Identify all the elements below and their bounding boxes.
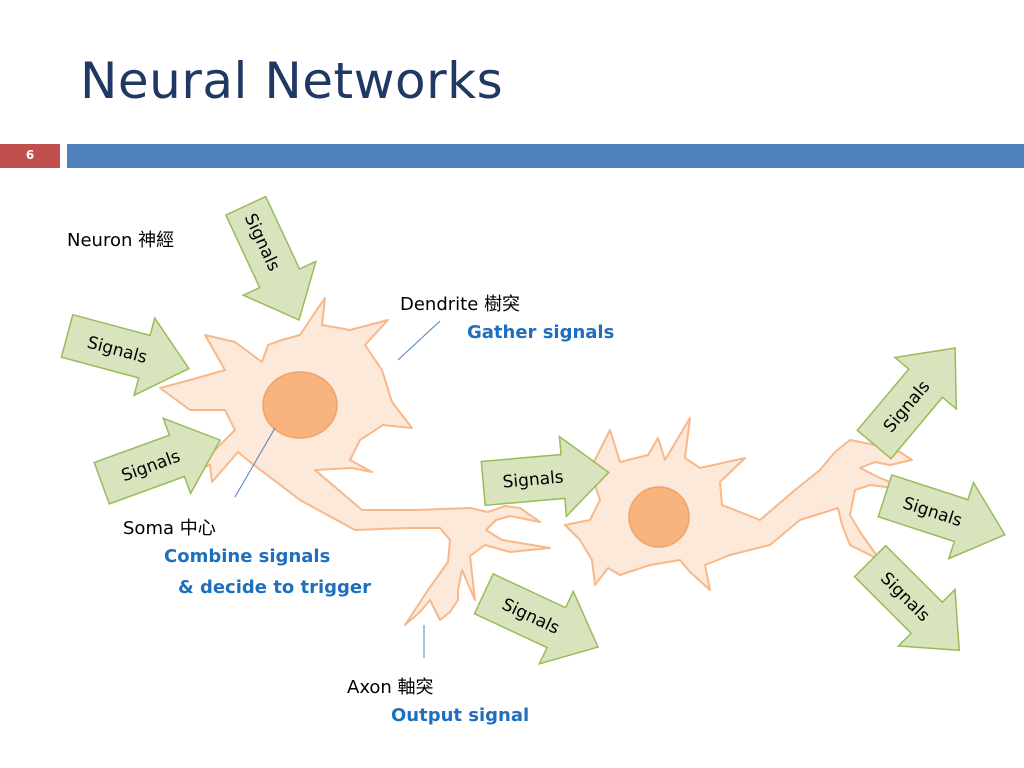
neuron-body-right xyxy=(564,417,913,591)
signal-arrow-right-bottom: Signals xyxy=(841,532,989,680)
neuron-body-left xyxy=(159,297,551,626)
slide-number: 6 xyxy=(0,144,60,168)
neuron-label: Neuron 神經 xyxy=(67,230,175,251)
soma-description-line2: & decide to trigger xyxy=(178,577,371,598)
nucleus-right xyxy=(628,486,690,548)
header-accent-bar xyxy=(67,144,1024,168)
soma-description-line1: Combine signals xyxy=(164,546,331,567)
signal-arrow-left-upper: Signals xyxy=(56,296,200,408)
dendrite-description: Gather signals xyxy=(467,322,615,343)
slide-title: Neural Networks xyxy=(80,52,504,110)
signal-arrow-middle: Signals xyxy=(478,431,613,525)
axon-description: Output signal xyxy=(391,705,530,726)
nucleus-left xyxy=(262,371,338,439)
axon-label: Axon 軸突 xyxy=(347,677,434,698)
soma-leader-line xyxy=(234,427,276,498)
signal-arrow-right-middle: Signals xyxy=(871,457,1018,574)
soma-label: Soma 中心 xyxy=(123,518,216,539)
dendrite-leader-line xyxy=(397,320,441,361)
dendrite-label: Dendrite 樹突 xyxy=(400,294,521,315)
signal-arrow-left-lower: Signals xyxy=(87,401,235,522)
signal-arrow-lower-middle: Signals xyxy=(466,556,616,685)
